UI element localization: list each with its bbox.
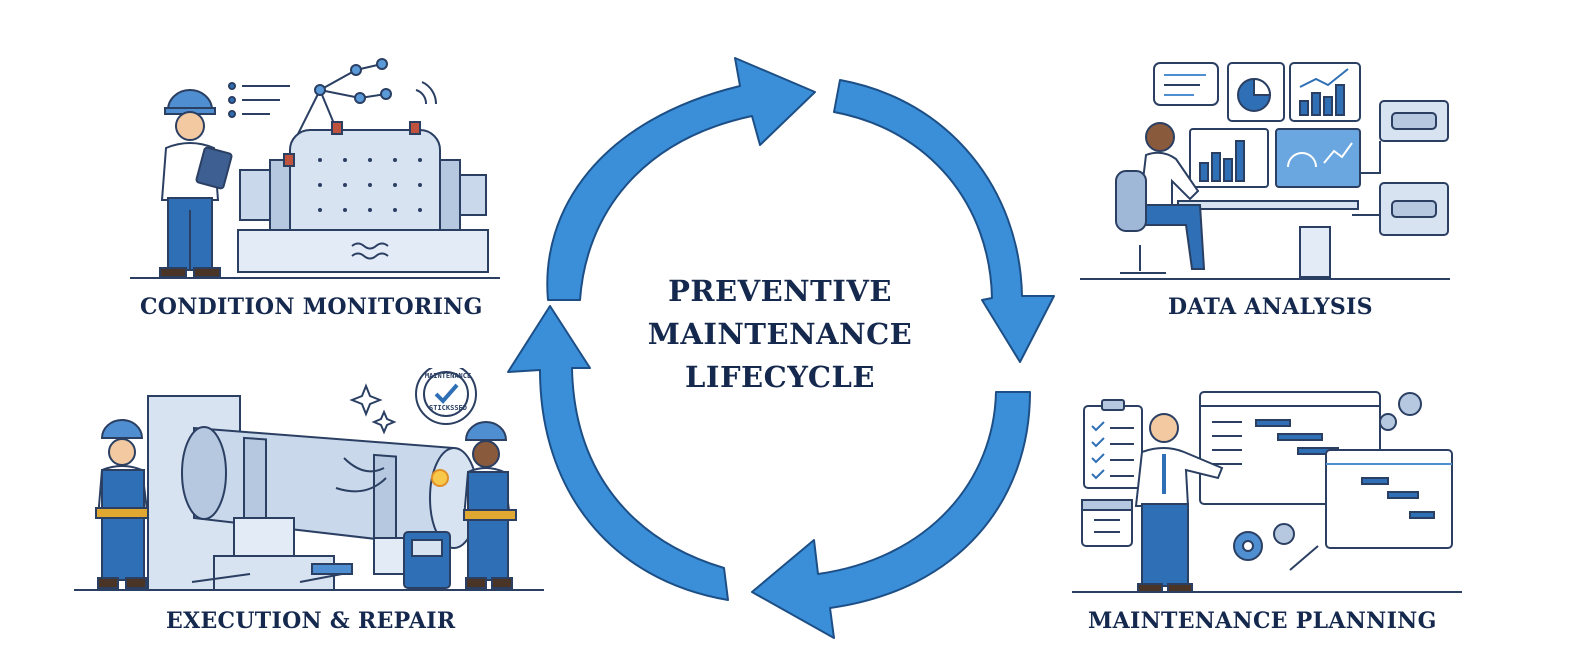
wifi-icon: [415, 81, 438, 105]
hard-hat-icon: [100, 419, 144, 439]
condition-monitoring-illustration: [130, 58, 500, 279]
checklist-icon: [1083, 399, 1143, 489]
mill-machine: [237, 121, 489, 273]
stamp-text-bottom: STICKSSED: [429, 404, 467, 412]
title-line-1: PREVENTIVE: [668, 274, 892, 308]
arrow-top-left: [546, 57, 816, 301]
title-line-2: MAINTENANCE: [647, 317, 913, 351]
title-line-3: LIFECYCLE: [685, 360, 875, 394]
arrow-bottom-left: [507, 305, 729, 601]
caption-maintenance-planning: MAINTENANCE PLANNING: [1088, 608, 1437, 634]
arrow-bottom-right: [751, 391, 1031, 639]
gauge-icon: [1287, 152, 1317, 168]
caption-condition-monitoring: CONDITION MONITORING: [140, 294, 483, 320]
bar-chart-icon: [1299, 84, 1345, 116]
maintenance-stamp: [415, 368, 477, 425]
maintenance-planning-illustration: [1072, 391, 1462, 593]
calendar-icon: [1081, 499, 1133, 547]
wrench-icon: [191, 573, 343, 583]
caption-data-analysis: DATA ANALYSIS: [1168, 294, 1373, 320]
diagram-title: PREVENTIVE MAINTENANCE LIFECYCLE: [590, 270, 970, 399]
stamp-text-top: MAINTENANCE: [424, 372, 472, 380]
hard-hat-icon: [166, 89, 214, 111]
caption-execution-repair: EXECUTION & REPAIR: [166, 608, 456, 634]
arrow-top-right: [833, 79, 1055, 363]
execution-repair-illustration: [74, 368, 544, 591]
tablet-icon: [195, 146, 233, 190]
data-analysis-illustration: [1080, 62, 1450, 280]
inspector-figure: [159, 89, 233, 278]
